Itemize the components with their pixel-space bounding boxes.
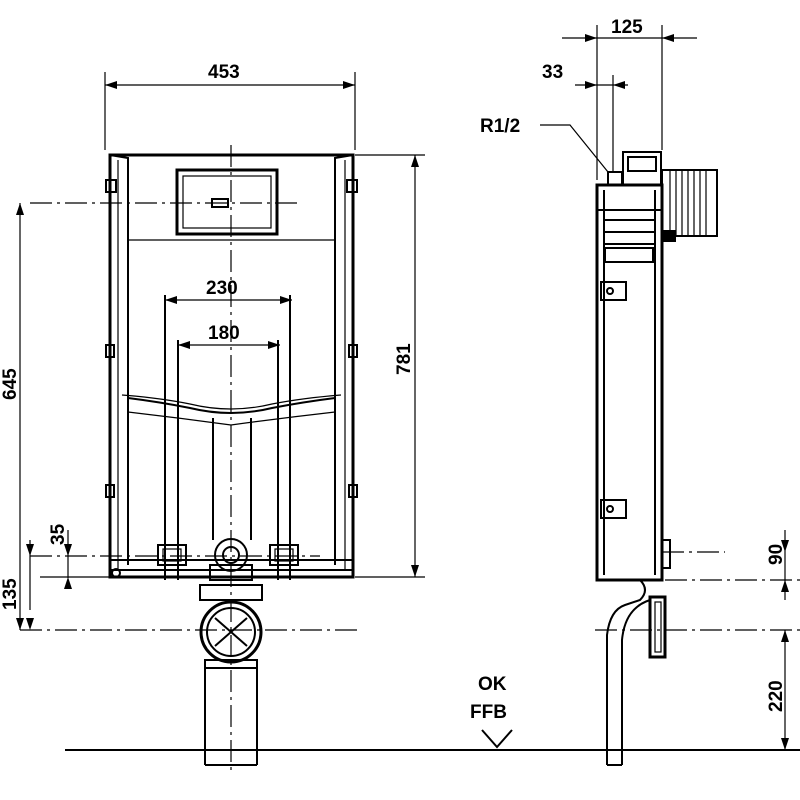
- dim-center-height: 645: [0, 203, 24, 630]
- dim-inner-spacing: 180: [178, 323, 280, 349]
- cistern-body: [127, 158, 336, 414]
- svg-text:125: 125: [611, 17, 643, 38]
- svg-text:135: 135: [0, 578, 21, 610]
- dim-total-height: 781: [355, 154, 425, 578]
- front-view: 453 230 180 781: [0, 62, 425, 770]
- svg-text:R1/2: R1/2: [480, 116, 520, 137]
- svg-text:230: 230: [206, 278, 238, 299]
- side-view: 125 33 R1/2 90 220: [480, 17, 800, 766]
- thread-label: R1/2: [480, 116, 609, 173]
- svg-text:180: 180: [208, 323, 240, 344]
- svg-text:220: 220: [766, 680, 787, 712]
- floor-label-ok: OK: [478, 674, 507, 695]
- svg-text:35: 35: [48, 523, 69, 545]
- side-thread-pipe: [661, 169, 718, 242]
- svg-text:781: 781: [394, 343, 415, 375]
- frame-outline: [108, 153, 355, 579]
- flush-pipe: [212, 418, 252, 540]
- svg-text:645: 645: [0, 368, 21, 400]
- svg-text:453: 453: [208, 62, 240, 83]
- floor-marker: OK FFB: [470, 674, 513, 749]
- dim-side-stud-offset: 90: [766, 530, 789, 600]
- mounting-studs: [157, 295, 299, 580]
- side-drain-bend: [606, 579, 667, 766]
- dim-stud-offset: 35: [40, 523, 110, 589]
- dim-side-offset: 33: [542, 62, 628, 172]
- drain-elbow: [199, 584, 263, 766]
- dim-drain-offset: 135: [0, 540, 34, 630]
- flush-plate-opening: [175, 168, 279, 236]
- dim-side-floor-offset: 220: [766, 630, 789, 750]
- svg-text:33: 33: [542, 62, 563, 83]
- dim-outer-spacing: 230: [165, 278, 292, 304]
- floor-label-ffb: FFB: [470, 702, 507, 723]
- dim-side-depth: 125: [562, 17, 697, 180]
- svg-text:90: 90: [766, 544, 787, 565]
- dim-front-width: 453: [104, 62, 356, 150]
